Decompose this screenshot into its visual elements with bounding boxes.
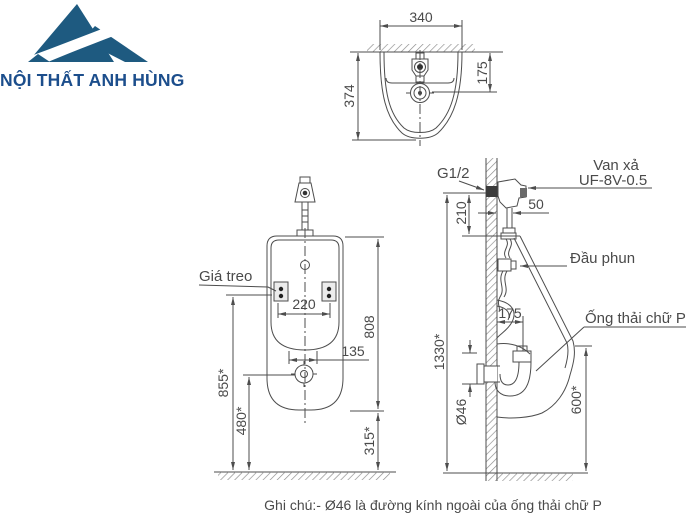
dim-body-height: 808 [361,315,377,339]
label-bracket: Giá treo [199,268,252,285]
flush-valve-front-view [295,177,315,236]
urinal-top-outline [380,52,462,138]
dim-inlet-drop: 210 [453,201,469,225]
dim-bracket-floor: 855* [215,368,231,397]
dim-top-drain-offset: 175 [474,61,490,85]
front-view [199,177,396,480]
dim-inlet-floor: 1330* [431,333,447,370]
brand-name: NỘI THẤT ANH HÙNG [0,70,185,90]
urinal-side-outline [462,236,574,418]
side-view [443,158,686,481]
p-trap [477,346,531,396]
dim-top-width: 340 [409,9,433,25]
bracket-leader-line [199,285,276,291]
label-spray: Đầu phun [570,250,635,267]
dim-lip-floor: 600* [568,385,584,414]
dim-side-drain-offset: 175 [498,305,522,321]
note-text: Ghi chú:- Ø46 là đường kính ngoài của ốn… [264,497,602,513]
dim-drain-span: 135 [341,343,365,359]
dim-pipe-od: Ø46 [453,399,469,426]
wall-hatch-side-view [486,158,497,481]
drain-front-view [291,361,317,387]
label-inlet: G1/2 [437,165,470,182]
floor-hatch-side-view [497,473,573,481]
label-trap: Ống thải chữ P [585,309,686,327]
urinal-front-outline [267,236,343,410]
top-view [350,20,503,146]
anh-hung-logo-icon [24,4,152,68]
dim-drain-floor: 480* [233,406,249,435]
dim-valve-offset: 50 [528,196,544,212]
mounting-brackets [274,282,336,301]
spray-head [498,239,516,312]
dim-bracket-span: 220 [292,296,316,312]
brand-logo: NỘI THẤT ANH HÙNG [0,0,220,100]
label-valve-line1: Van xả [593,157,639,174]
dim-bottom-floor: 315* [361,426,377,455]
floor-hatch-front-view [218,472,390,480]
wall-hatch-top-view [367,44,475,52]
label-valve-line2: UF-8V-0.5 [579,172,647,189]
dim-top-depth: 374 [341,84,357,108]
